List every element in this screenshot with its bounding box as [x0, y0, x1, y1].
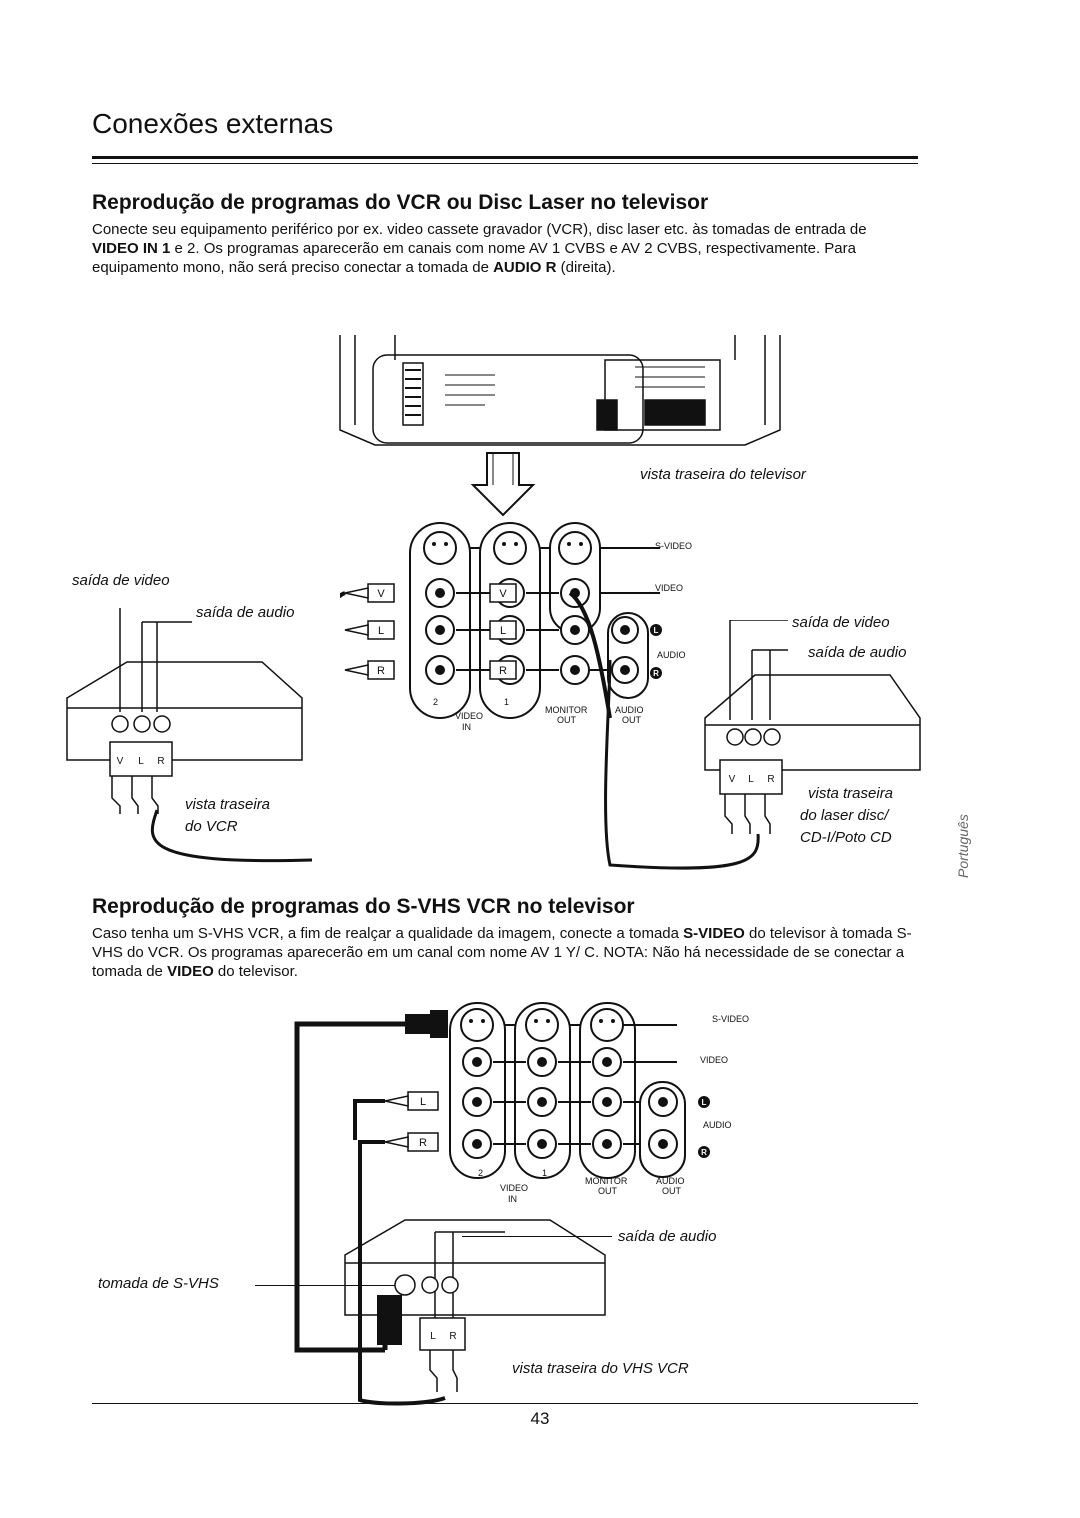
- svg-text:R: R: [701, 1148, 707, 1157]
- language-side-mark: Português: [955, 814, 971, 878]
- svg-text:L: L: [500, 625, 506, 637]
- video-in-emphasis: VIDEO IN 1: [92, 240, 171, 257]
- audio-r-emphasis: AUDIO R: [493, 259, 557, 276]
- svhs-socket-leader: [255, 1285, 395, 1286]
- svg-text:L: L: [654, 626, 659, 635]
- svg-text:R: R: [499, 665, 507, 677]
- section2-heading: Reprodução de programas do S-VHS VCR no …: [92, 895, 635, 918]
- svg-text:R: R: [653, 669, 659, 678]
- svg-text:R: R: [419, 1137, 427, 1149]
- svg-text:R: R: [449, 1331, 456, 1342]
- svg-text:L: L: [430, 1331, 436, 1342]
- svg-text:L: L: [702, 1098, 707, 1107]
- panel1-svideo-label: S-VIDEO: [655, 541, 693, 551]
- page-title: Conexões externas: [92, 108, 334, 139]
- title-rule-thin: [92, 163, 918, 164]
- title-rule: [92, 156, 918, 159]
- svg-text:R: R: [767, 774, 774, 785]
- plug-r: R: [377, 665, 385, 677]
- av-panel-1: V L R V L R L R: [340, 522, 662, 719]
- tv-rear-diagram: [339, 335, 781, 517]
- svg-text:V: V: [117, 756, 124, 767]
- laser-rear-label-3: CD-I/Poto CD: [800, 829, 892, 846]
- section2-body: Caso tenha um S-VHS VCR, a fim de realça…: [92, 925, 912, 980]
- video-emphasis: VIDEO: [167, 963, 214, 980]
- svhs-audio-out-label: saída de audio: [618, 1228, 717, 1245]
- audio-out-left-label: saída de audio: [196, 604, 295, 621]
- footer-rule: [92, 1403, 918, 1404]
- svg-text:R: R: [157, 756, 164, 767]
- svg-text:L: L: [748, 774, 754, 785]
- audio-out-right-label: saída de audio: [808, 644, 907, 661]
- laser-rear-label-2: do laser disc/: [800, 807, 889, 824]
- svg-text:V: V: [499, 588, 507, 600]
- vcr-rear-label-2: do VCR: [185, 818, 238, 835]
- svhs-socket-label: tomada de S-VHS: [98, 1275, 219, 1292]
- panel2-video-label: VIDEO: [700, 1055, 729, 1065]
- tv-rear-label: vista traseira do televisor: [640, 466, 806, 483]
- svg-text:L: L: [138, 756, 144, 767]
- vcr-rear-label-1: vista traseira: [185, 796, 271, 813]
- section1-heading: Reprodução de programas do VCR ou Disc L…: [92, 191, 709, 214]
- panel1-audio-label: AUDIO: [657, 650, 686, 660]
- section1-body: Conecte seu equipamento periférico por e…: [92, 221, 867, 276]
- laser-disc-player: V L R: [604, 620, 921, 870]
- panel2-svideo-label: S-VIDEO: [712, 1014, 750, 1024]
- panel1-video-label: VIDEO: [655, 583, 684, 593]
- plug-l: L: [378, 625, 384, 637]
- panel2-audio-label: AUDIO: [703, 1120, 732, 1130]
- video-out-right-label: saída de video: [792, 614, 890, 631]
- av-panel-2: L R L R L R: [294, 1002, 710, 1406]
- svg-text:V: V: [729, 774, 736, 785]
- plug-v: V: [377, 588, 385, 600]
- laser-rear-label-1: vista traseira: [808, 785, 894, 802]
- audio-out-leader: [462, 1236, 612, 1237]
- svideo-emphasis: S-VIDEO: [683, 925, 745, 942]
- vcr-left: V L R: [66, 608, 313, 863]
- svg-text:L: L: [420, 1096, 426, 1108]
- video-out-left-label: saída de video: [72, 572, 170, 589]
- vhs-rear-label: vista traseira do VHS VCR: [512, 1360, 689, 1377]
- page-number: 43: [530, 1409, 550, 1428]
